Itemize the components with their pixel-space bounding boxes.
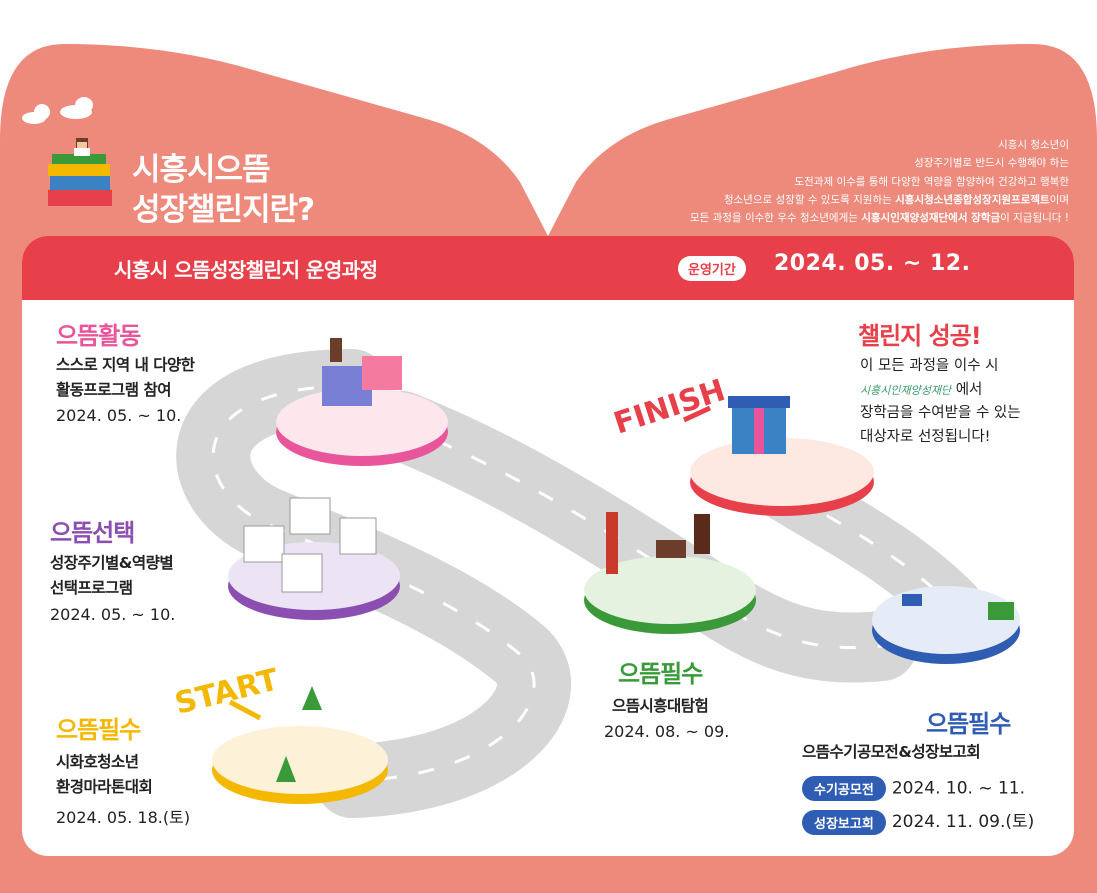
period-value: 2024. 05. ~ 12. <box>774 251 971 276</box>
essay-contest-badge: 수기공모전 <box>802 776 886 801</box>
essay-contest-date: 2024. 10. ~ 11. <box>891 778 1026 799</box>
stage-activity-desc: 스스로 지역 내 다양한 활동프로그램 참여 <box>56 353 195 403</box>
stage-desc-line: 스스로 지역 내 다양한 <box>56 356 195 374</box>
success-line: 시흥시인재양성재단 에서 <box>860 379 1021 403</box>
platform-activity <box>276 338 448 466</box>
platform-finish <box>690 396 874 516</box>
intro-line: 성장주기별로 반드시 수행해야 하는 <box>914 157 1069 170</box>
stage-marathon-date: 2024. 05. 18.(토) <box>56 808 191 827</box>
intro-text: 시흥시 청소년이 성장주기별로 반드시 수행해야 하는 도전과제 이수를 통해 … <box>599 136 1069 227</box>
success-line: 장학금을 수여받을 수 있는 <box>860 405 1021 421</box>
intro-text-bold: 시흥시청소년종합성장지원프로젝트 <box>895 193 1050 206</box>
stage-desc-line: 선택프로그램 <box>50 579 133 597</box>
title-line-1: 시흥시으뜸 <box>132 152 271 188</box>
intro-text-part: 이 지급됩니다 ! <box>1000 212 1069 225</box>
stage-desc-line: 환경마라톤대회 <box>56 778 153 796</box>
stage-exploration-date: 2024. 08. ~ 09. <box>604 722 730 741</box>
stage-activity-date: 2024. 05. ~ 10. <box>56 406 182 425</box>
start-arrow <box>228 699 262 721</box>
stage-activity-title: 으뜸활동 <box>56 322 141 350</box>
stage-exploration-desc: 으뜸시흥대탐험 <box>612 697 709 715</box>
success-line: 대상자로 선정됩니다! <box>860 428 991 445</box>
road-right-dashes <box>761 474 954 608</box>
stage-choice-date: 2024. 05. ~ 10. <box>50 605 176 624</box>
report-meeting-date: 2024. 11. 09.(토) <box>891 812 1035 832</box>
stage-exploration-title: 으뜸필수 <box>618 660 703 688</box>
platform-marathon <box>212 686 388 804</box>
success-line-suffix: 에서 <box>955 381 983 398</box>
panel-header: 시흥시 으뜸성장챌린지 운영과정 운영기간 2024. 05. ~ 12. <box>22 236 1074 300</box>
intro-line: 모든 과정을 이수한 우수 청소년에게는 시흥시인재양성재단에서 장학금이 지급… <box>599 209 1069 227</box>
road-map-illustration: START FINISH <box>171 338 1020 818</box>
intro-line: 도전과제 이수를 통해 다양한 역량을 함양하여 건강하고 행복한 <box>794 175 1069 188</box>
intro-text-bold: 시흥시인재양성재단에서 장학금 <box>861 212 1001 225</box>
stage-desc-line: 성장주기별&역량별 <box>50 554 174 572</box>
panel-title: 시흥시 으뜸성장챌린지 운영과정 <box>114 258 378 282</box>
stage-essay-title: 으뜸필수 <box>926 710 1011 738</box>
stage-marathon-desc: 시화호청소년 환경마라톤대회 <box>56 750 153 800</box>
page-title: 시흥시으뜸 성장챌린지란? <box>132 150 315 230</box>
title-line-2: 성장챌린지란? <box>132 192 315 228</box>
success-text: 이 모든 과정을 이수 시 시흥시인재양성재단 에서 장학금을 수여받을 수 있… <box>860 355 1021 449</box>
books-illustration-icon <box>48 138 112 206</box>
platform-exploration <box>584 512 756 634</box>
success-line: 이 모든 과정을 이수 시 <box>860 358 999 374</box>
stage-essay-desc: 으뜸수기공모전&성장보고회 <box>802 743 981 761</box>
stage-choice-title: 으뜸선택 <box>50 519 135 547</box>
platform-essay <box>872 586 1020 664</box>
intro-text-part: 이며 <box>1049 193 1069 206</box>
intro-line: 시흥시 청소년이 <box>998 139 1069 151</box>
program-panel: 시흥시 으뜸성장챌린지 운영과정 운영기간 2024. 05. ~ 12. <box>22 236 1074 856</box>
intro-line: 청소년으로 성장할 수 있도록 지원하는 시흥시청소년종합성장지원프로젝트이며 <box>599 191 1069 209</box>
period-badge: 운영기간 <box>678 256 746 281</box>
start-label: START <box>171 662 282 722</box>
stage-marathon-title: 으뜸필수 <box>56 716 141 744</box>
success-title: 챌린지 성공! <box>858 322 982 350</box>
stage-choice-desc: 성장주기별&역량별 선택프로그램 <box>50 551 174 601</box>
report-meeting-badge: 성장보고회 <box>802 809 886 835</box>
intro-text-part: 청소년으로 성장할 수 있도록 지원하는 <box>723 193 896 206</box>
finish-label: FINISH <box>610 373 730 442</box>
intro-text-part: 모든 과정을 이수한 우수 청소년에게는 <box>689 212 862 225</box>
platform-choice <box>228 497 400 620</box>
stage-desc-line: 활동프로그램 참여 <box>56 381 171 399</box>
finish-arrow <box>682 405 712 423</box>
stage-desc-line: 시화호청소년 <box>56 753 139 771</box>
cloud-icon <box>22 97 93 124</box>
foundation-logo: 시흥시인재양성재단 <box>860 383 952 397</box>
